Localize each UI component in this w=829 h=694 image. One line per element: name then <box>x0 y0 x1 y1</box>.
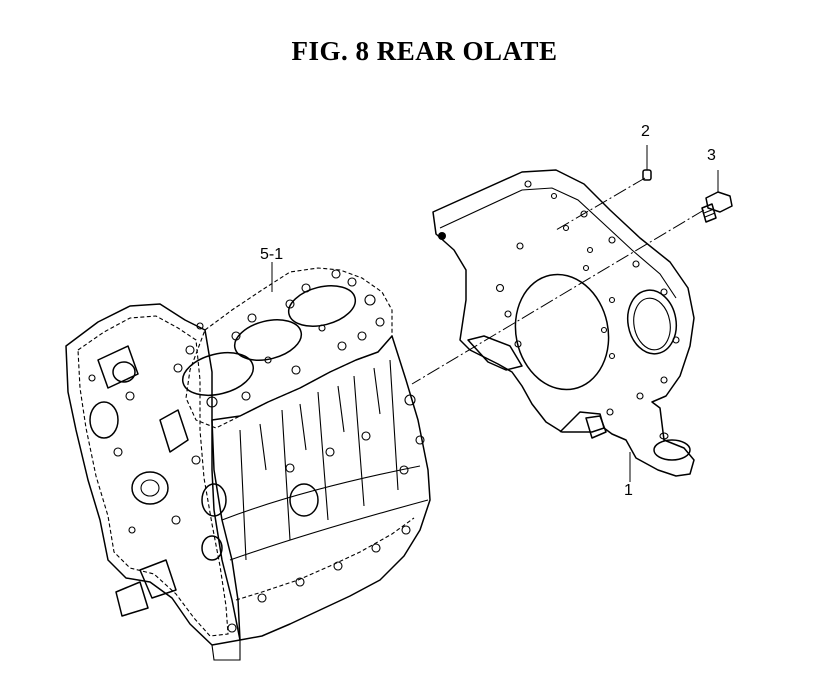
plate-hole <box>504 310 512 318</box>
plate-hole <box>660 376 668 384</box>
bolt-hole <box>331 269 341 279</box>
callout-cylinder-block-label: 5-1 <box>260 246 284 263</box>
bolt-hole <box>361 431 371 441</box>
rear-plate <box>432 169 695 477</box>
pin <box>642 145 652 181</box>
callout-pin-label: 2 <box>641 123 650 140</box>
bolt-hole <box>113 447 123 457</box>
plate-hole <box>636 392 644 400</box>
plate-hole <box>600 326 608 334</box>
cylinder-block <box>65 267 431 661</box>
bolt-hole <box>247 313 257 323</box>
bolt-hole <box>196 322 204 330</box>
bolt-hole <box>173 363 183 373</box>
plate-hole <box>660 288 668 296</box>
bolt-hole <box>264 356 272 364</box>
plate-hole <box>608 296 616 304</box>
bolt-hole <box>206 396 218 408</box>
figure-title: FIG. 8 REAR OLATE <box>291 36 558 66</box>
bolt-hole <box>357 331 367 341</box>
bolt-hole <box>88 374 96 382</box>
plate-hole <box>580 210 588 218</box>
plate-hole <box>516 242 524 250</box>
plate-hole <box>586 246 594 254</box>
plate-hole <box>582 264 590 272</box>
bolt-hole <box>301 283 311 293</box>
bolt-hole <box>257 593 267 603</box>
bolt-hole <box>231 331 241 341</box>
bolt-hole <box>171 515 181 525</box>
bolt-hole <box>295 577 305 587</box>
assembly-center-lines <box>411 177 705 385</box>
bolt-hole <box>364 294 376 306</box>
plate-hole <box>608 236 616 244</box>
bolt-hole <box>227 623 237 633</box>
plate-hole <box>550 192 558 200</box>
bolt-hole <box>375 317 385 327</box>
bolt-hole <box>128 526 136 534</box>
bolt-hole <box>415 435 425 445</box>
callout-rear-plate-label: 1 <box>624 482 633 499</box>
bolt-hole <box>401 525 411 535</box>
bolt-hole <box>337 341 347 351</box>
plate-hole <box>562 224 570 232</box>
bolt-hole <box>191 455 201 465</box>
plate-hole <box>514 340 522 348</box>
plate-hole <box>606 408 614 416</box>
bolt-hole <box>285 299 295 309</box>
plate-hole <box>632 260 640 268</box>
bolt-hole <box>325 447 335 457</box>
bolt-hole <box>318 324 326 332</box>
bolt-hole <box>241 391 251 401</box>
bolt-hole <box>333 561 343 571</box>
bolt-hole <box>285 463 295 473</box>
bolt-hole <box>347 277 357 287</box>
plate-hole <box>524 180 532 188</box>
bolt-hole <box>185 345 195 355</box>
bolt-hole <box>371 543 381 553</box>
bolt <box>701 170 733 223</box>
bolt-hole <box>291 365 301 375</box>
plate-hole <box>608 352 616 360</box>
bolt-hole <box>399 465 409 475</box>
callout-bolt-label: 3 <box>707 147 716 164</box>
bolt-hole <box>125 391 135 401</box>
plate-hole <box>495 283 505 293</box>
bolt-hole <box>404 394 416 406</box>
plate-hole <box>672 336 680 344</box>
